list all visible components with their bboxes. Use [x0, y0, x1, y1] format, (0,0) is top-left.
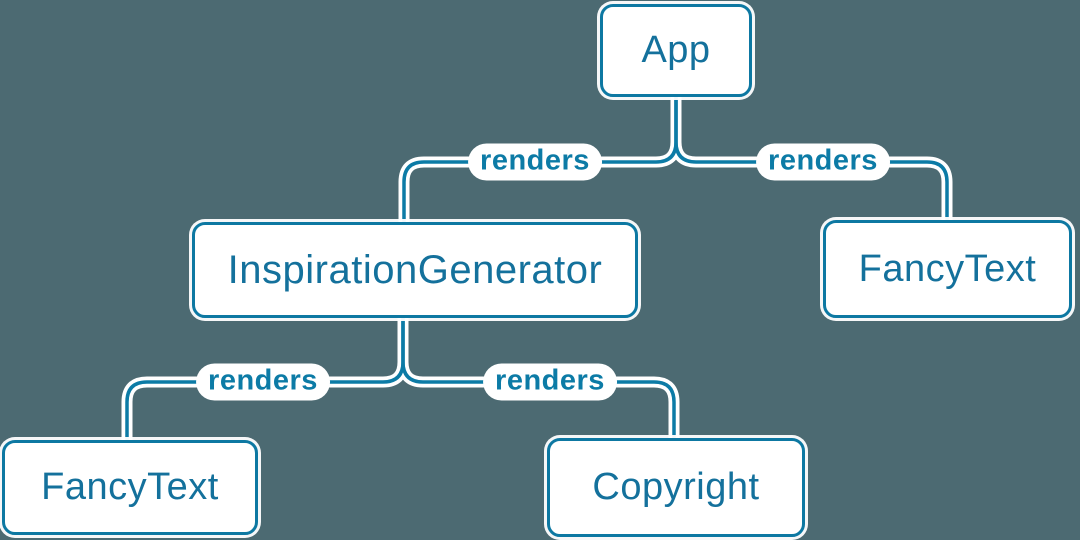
node-copyright-label: Copyright	[592, 466, 760, 508]
node-fancy-text-right-label: FancyText	[858, 247, 1037, 290]
edge-label-renders: renders	[468, 143, 602, 181]
node-fancy-text-right: FancyText	[823, 220, 1072, 318]
edge-label-renders: renders	[756, 143, 890, 181]
node-fancy-text-left-label: FancyText	[41, 466, 219, 508]
edge-label-renders: renders	[483, 363, 617, 401]
node-inspiration-generator: InspirationGenerator	[192, 222, 638, 318]
node-copyright: Copyright	[547, 438, 805, 537]
node-fancy-text-left: FancyText	[2, 440, 258, 535]
node-inspiration-generator-label: InspirationGenerator	[227, 247, 603, 292]
edge-label-renders: renders	[196, 363, 330, 401]
node-app-label: App	[641, 29, 711, 71]
node-app: App	[600, 4, 752, 97]
